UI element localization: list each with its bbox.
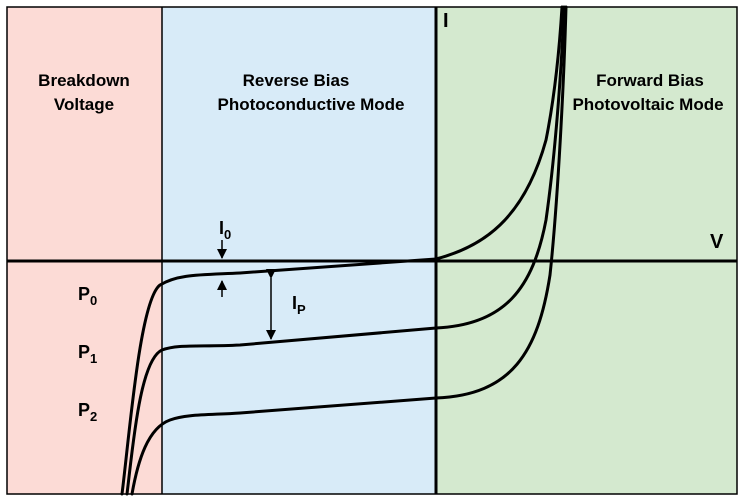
photocurrent-annotation: IP — [266, 269, 306, 340]
breakdown-title-line1: Breakdown — [38, 71, 130, 90]
current-axis-label: I — [443, 10, 449, 32]
voltage-axis-label: V — [710, 231, 724, 253]
forward-bias-region — [436, 7, 737, 494]
iv-curves — [120, 5, 568, 496]
photocurrent-label: IP — [292, 293, 306, 317]
reverse-bias-region — [162, 7, 436, 494]
forward-bias-title-line1: Forward Bias — [596, 71, 704, 90]
curve-label-p1: P1 — [78, 342, 97, 366]
curve-p0 — [120, 5, 564, 496]
curve-p1 — [125, 5, 566, 496]
reverse-bias-title-line2: Photoconductive Mode — [218, 95, 405, 114]
curve-label-p2: P2 — [78, 400, 97, 424]
curve-label-p0: P0 — [78, 284, 97, 308]
curve-p2 — [130, 5, 568, 496]
figure-frame — [6, 6, 738, 495]
forward-bias-title-line2: Photovoltaic Mode — [572, 95, 723, 114]
reverse-bias-title-line1: Reverse Bias — [243, 71, 350, 90]
breakdown-title-line2: Voltage — [54, 95, 114, 114]
dark-current-annotation: I0 — [217, 218, 231, 297]
dark-current-label: I0 — [219, 218, 231, 242]
